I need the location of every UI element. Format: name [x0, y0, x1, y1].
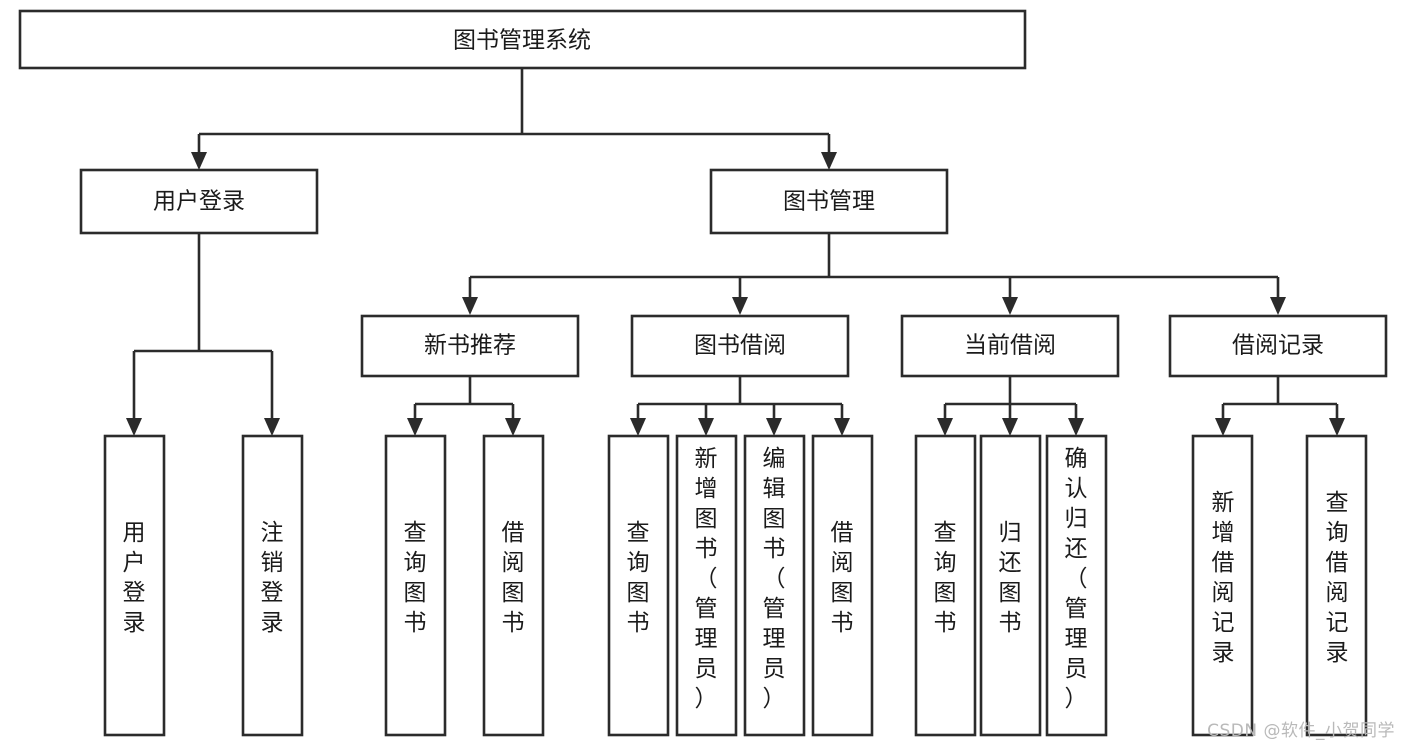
node-leaf-add-record-box[interactable]: [1191, 434, 1254, 737]
node-leaf-borrow-book-1-box[interactable]: [482, 434, 545, 737]
arrowhead-leaf-user-logout: [264, 418, 280, 436]
node-book-borrow[interactable]: 图书借阅: [630, 314, 850, 378]
node-leaf-edit-book-label: 编辑图书（管理员）: [763, 446, 786, 712]
node-leaf-add-book-label: 新增图书（管理员）: [695, 446, 718, 712]
node-book-borrow-label: 图书借阅: [694, 333, 786, 359]
node-leaf-user-login-label: 用户登录: [123, 520, 146, 636]
arrowhead-leaf-borrow-book-2: [834, 418, 850, 436]
node-leaf-borrow-book-2-box[interactable]: [811, 434, 874, 737]
arrowhead-leaf-return-book: [1002, 418, 1018, 436]
node-borrow-record-label: 借阅记录: [1232, 333, 1324, 359]
node-leaf-query-book-1-box[interactable]: [384, 434, 447, 737]
node-leaf-user-logout-label: 注销登录: [261, 520, 284, 636]
node-leaf-add-book-box[interactable]: [675, 434, 738, 737]
arrowhead-leaf-add-book: [698, 418, 714, 436]
connector-group-borrow-record: [1215, 376, 1345, 436]
node-leaf-add-record[interactable]: 新增借阅记录: [1191, 434, 1254, 737]
node-user-login-box[interactable]: [79, 168, 319, 235]
connector-group-new-book-rec: [407, 376, 521, 436]
node-leaf-add-record-label: 新增借阅记录: [1212, 490, 1235, 666]
node-leaf-query-book-3-label: 查询图书: [934, 520, 957, 636]
node-leaf-query-book-2-label: 查询图书: [627, 520, 650, 636]
node-leaf-user-login[interactable]: 用户登录: [103, 434, 166, 737]
arrowhead-leaf-add-record: [1215, 418, 1231, 436]
node-book-manage[interactable]: 图书管理: [709, 168, 949, 235]
arrowhead-new-book-rec: [462, 297, 478, 315]
node-leaf-user-logout-box[interactable]: [241, 434, 304, 737]
arrowhead-borrow-record: [1270, 297, 1286, 315]
node-current-borrow-box[interactable]: [900, 314, 1120, 378]
node-leaf-query-book-2[interactable]: 查询图书: [607, 434, 670, 737]
arrowhead-leaf-query-book-1: [407, 418, 423, 436]
connector-group-current-borrow: [937, 376, 1084, 436]
node-user-login[interactable]: 用户登录: [79, 168, 319, 235]
node-leaf-query-record-label: 查询借阅记录: [1326, 490, 1349, 666]
node-new-book-rec-label: 新书推荐: [424, 333, 516, 359]
node-leaf-user-logout[interactable]: 注销登录: [241, 434, 304, 737]
arrowhead-leaf-confirm-return: [1068, 418, 1084, 436]
node-root[interactable]: 图书管理系统: [18, 9, 1027, 70]
arrowhead-leaf-query-book-2: [630, 418, 646, 436]
node-current-borrow[interactable]: 当前借阅: [900, 314, 1120, 378]
arrowhead-user-login: [191, 152, 207, 170]
node-leaf-query-book-2-box[interactable]: [607, 434, 670, 737]
node-new-book-rec[interactable]: 新书推荐: [360, 314, 580, 378]
node-leaf-query-book-3[interactable]: 查询图书: [914, 434, 977, 737]
node-leaf-borrow-book-2[interactable]: 借阅图书: [811, 434, 874, 737]
node-leaf-confirm-return-label: 确认归还（管理员）: [1065, 446, 1088, 712]
connector-group-book-manage: [462, 233, 1286, 315]
arrowhead-book-manage: [821, 152, 837, 170]
node-current-borrow-label: 当前借阅: [964, 333, 1056, 359]
node-leaf-query-record[interactable]: 查询借阅记录: [1305, 434, 1368, 737]
node-leaf-borrow-book-1[interactable]: 借阅图书: [482, 434, 545, 737]
node-leaf-query-record-box[interactable]: [1305, 434, 1368, 737]
arrowhead-book-borrow: [732, 297, 748, 315]
node-user-login-label: 用户登录: [153, 189, 245, 215]
node-book-manage-label: 图书管理: [783, 189, 875, 215]
node-leaf-query-book-3-box[interactable]: [914, 434, 977, 737]
arrowhead-leaf-query-record: [1329, 418, 1345, 436]
node-leaf-edit-book-box[interactable]: [743, 434, 806, 737]
node-borrow-record[interactable]: 借阅记录: [1168, 314, 1388, 378]
node-leaf-user-login-box[interactable]: [103, 434, 166, 737]
node-new-book-rec-box[interactable]: [360, 314, 580, 378]
node-leaf-query-book-1[interactable]: 查询图书: [384, 434, 447, 737]
arrowhead-current-borrow: [1002, 297, 1018, 315]
node-book-manage-box[interactable]: [709, 168, 949, 235]
node-leaf-borrow-book-1-label: 借阅图书: [502, 520, 525, 636]
arrowhead-leaf-user-login: [126, 418, 142, 436]
node-leaf-query-book-1-label: 查询图书: [404, 520, 427, 636]
node-leaf-return-book-label: 归还图书: [999, 520, 1022, 636]
connector-group-book-borrow: [630, 376, 850, 436]
node-book-borrow-box[interactable]: [630, 314, 850, 378]
node-leaf-confirm-return[interactable]: 确认归还（管理员）: [1045, 434, 1108, 737]
node-root-box[interactable]: [18, 9, 1027, 70]
connector-group-root: [191, 69, 837, 170]
node-root-label: 图书管理系统: [453, 28, 591, 54]
node-leaf-confirm-return-box[interactable]: [1045, 434, 1108, 737]
node-leaf-return-book-box[interactable]: [979, 434, 1042, 737]
node-leaf-borrow-book-2-label: 借阅图书: [831, 520, 854, 636]
connector-group-user-login: [126, 233, 280, 436]
node-leaf-add-book[interactable]: 新增图书（管理员）: [675, 434, 738, 737]
arrowhead-leaf-query-book-3: [937, 418, 953, 436]
node-leaf-edit-book[interactable]: 编辑图书（管理员）: [743, 434, 806, 737]
arrowhead-leaf-edit-book: [766, 418, 782, 436]
arrowhead-leaf-borrow-book-1: [505, 418, 521, 436]
node-leaf-return-book[interactable]: 归还图书: [979, 434, 1042, 737]
node-borrow-record-box[interactable]: [1168, 314, 1388, 378]
csdn-watermark: CSDN @软件_小贺同学: [1207, 721, 1395, 741]
